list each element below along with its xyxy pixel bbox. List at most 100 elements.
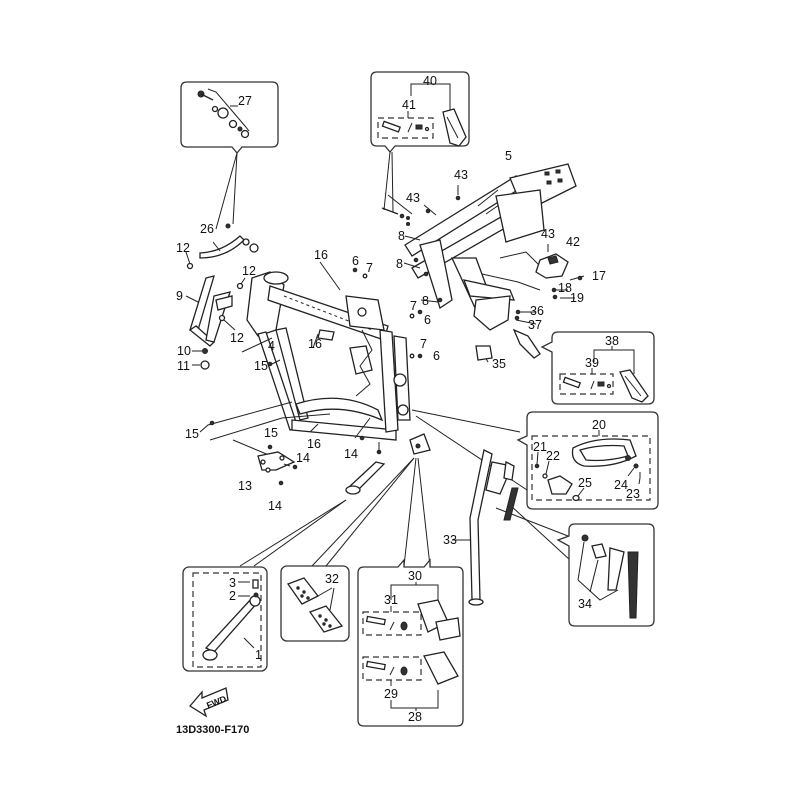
part-label-12b: 12 <box>242 264 256 278</box>
bottom-leaders <box>239 457 431 567</box>
part-label-24: 24 <box>614 478 628 492</box>
part-label-27: 27 <box>238 94 252 108</box>
part-label-14a: 14 <box>296 451 310 465</box>
pivot-shaft <box>345 442 386 495</box>
leader-lines <box>199 185 585 561</box>
sidestand-bracket <box>409 433 431 455</box>
footrest-40-icon <box>442 108 467 147</box>
part-label-29: 29 <box>384 687 398 701</box>
part-label-6a: 6 <box>352 254 359 268</box>
part-label-6b: 6 <box>424 313 431 327</box>
callout-box-20: 20 21 22 25 24 23 <box>516 411 659 510</box>
part-label-42: 42 <box>566 235 580 249</box>
part-label-43a: 43 <box>454 168 468 182</box>
part-label-4: 4 <box>268 339 275 353</box>
callout-box-28: 30 31 29 28 <box>357 558 464 727</box>
bolt-10-icon <box>202 348 208 354</box>
part-label-37: 37 <box>528 318 542 332</box>
grommet-12c-icon <box>218 314 226 322</box>
part-label-15a: 15 <box>254 359 268 373</box>
footpeg-29-icon <box>365 660 408 676</box>
grommet-12a-icon <box>186 262 194 270</box>
part-label-8b: 8 <box>396 257 403 271</box>
bolt-kit-27-icon <box>197 88 250 139</box>
collar-25-icon <box>572 494 580 502</box>
part-label-30: 30 <box>408 569 422 583</box>
part-label-16b: 16 <box>308 337 322 351</box>
callout-box-32: 32 <box>280 565 350 642</box>
callout-box-1: 3 2 1 <box>182 566 268 672</box>
part-label-7b: 7 <box>410 299 417 313</box>
part-label-10: 10 <box>177 344 191 358</box>
part-label-12c: 12 <box>230 331 244 345</box>
part-label-15c: 15 <box>264 426 278 440</box>
part-label-2: 2 <box>229 589 236 603</box>
footrest-mount-bolts <box>381 207 410 226</box>
part-label-35: 35 <box>492 357 506 371</box>
fwd-arrow-icon: FWD <box>189 687 229 718</box>
part-label-38: 38 <box>605 334 619 348</box>
part-label-21: 21 <box>533 440 547 454</box>
heat-shield-42 <box>535 253 569 279</box>
part-label-13: 13 <box>238 479 252 493</box>
frame-bolts <box>209 195 583 441</box>
part-label-36: 36 <box>530 304 544 318</box>
callout-box-34: 34 <box>556 523 655 627</box>
footrest-38-icon <box>619 369 649 403</box>
part-label-5: 5 <box>505 149 512 163</box>
footpeg-28-icon <box>423 651 459 685</box>
callout-box-38: 38 39 <box>540 331 655 405</box>
brake-pedal-1-icon <box>202 579 261 661</box>
rear-subframe-5 <box>404 163 577 331</box>
part-label-14c: 14 <box>268 499 282 513</box>
part-label-39: 39 <box>585 356 599 370</box>
part-label-28: 28 <box>408 710 422 724</box>
part-label-23: 23 <box>626 487 640 501</box>
part-label-7c: 7 <box>420 337 427 351</box>
callout-box-27: 27 <box>180 81 279 230</box>
main-frame-4 <box>246 271 411 441</box>
diagram-code: 13D3300-F170 <box>176 724 249 736</box>
footpeg-30-icon <box>417 599 461 641</box>
part-label-15b: 15 <box>185 427 199 441</box>
part-label-41: 41 <box>402 98 416 112</box>
chain-guide-20-icon <box>571 438 637 467</box>
nut-11-icon <box>200 360 210 370</box>
spring-set-34-icon <box>577 534 639 619</box>
part-label-16a: 16 <box>314 248 328 262</box>
part-label-20: 20 <box>592 418 606 432</box>
part-label-16c: 16 <box>307 437 321 451</box>
part-label-8a: 8 <box>398 229 405 243</box>
part-label-43c: 43 <box>541 227 555 241</box>
part-label-32: 32 <box>325 572 339 586</box>
part-label-1: 1 <box>255 648 262 662</box>
part-label-31: 31 <box>384 593 398 607</box>
footpeg-pads-32-icon <box>286 577 344 633</box>
sidestand-33 <box>452 449 519 606</box>
part-label-33: 33 <box>443 533 457 547</box>
part-label-26: 26 <box>200 222 214 236</box>
part-label-11: 11 <box>177 359 190 373</box>
footrest-pin-41-icon <box>381 120 430 133</box>
rear-footrest-bracket <box>475 328 541 361</box>
part-label-7a: 7 <box>366 261 373 275</box>
footrest-pin-39-icon <box>562 376 612 390</box>
part-label-40: 40 <box>423 74 437 88</box>
part-label-34: 34 <box>578 597 592 611</box>
part-label-43b: 43 <box>406 191 420 205</box>
part-label-17: 17 <box>592 269 606 283</box>
part-label-25: 25 <box>578 476 592 490</box>
part-label-14b: 14 <box>344 447 358 461</box>
part-label-3: 3 <box>229 576 236 590</box>
footpeg-31-icon <box>365 615 408 631</box>
part-label-18: 18 <box>558 281 572 295</box>
engine-guard-13 <box>257 444 298 486</box>
callout-box-40: 40 41 <box>370 71 470 213</box>
guard-9 <box>185 275 233 347</box>
part-label-19: 19 <box>570 291 584 305</box>
grommet-12b-icon <box>236 282 244 290</box>
part-label-8c: 8 <box>422 294 429 308</box>
part-label-6c: 6 <box>433 349 440 363</box>
cable-guide-26 <box>199 223 259 259</box>
